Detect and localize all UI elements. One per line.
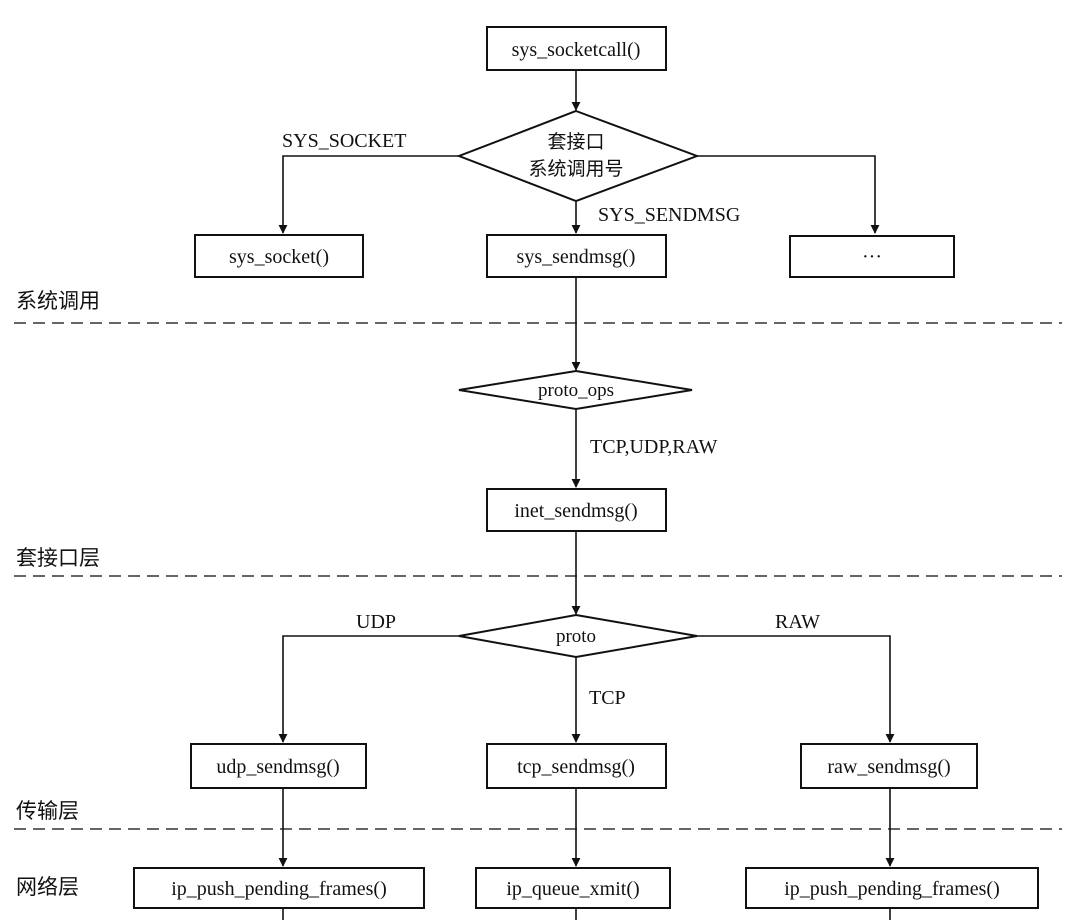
layer-label-network: 网络层	[16, 875, 79, 899]
other-syscalls-ellipsis: ···	[862, 246, 882, 268]
raw-sendmsg-box	[800, 743, 978, 789]
proto-ops-decision	[458, 369, 693, 411]
ip-push-pending-frames-right-label: ip_push_pending_frames()	[784, 878, 1000, 900]
tcp-sendmsg-label: tcp_sendmsg()	[517, 756, 635, 778]
other-syscalls-box	[789, 235, 955, 278]
sys-socketcall-box	[486, 26, 667, 71]
sys-sendmsg-box	[486, 234, 667, 278]
edge-label-sys-socket: SYS_SOCKET	[282, 130, 406, 152]
sys-socketcall-label: sys_socketcall()	[512, 39, 641, 61]
udp-sendmsg-box	[190, 743, 367, 789]
socket-syscall-number-decision	[456, 109, 700, 203]
sys-socket-box	[194, 234, 364, 278]
proto-decision	[458, 613, 698, 659]
sys-socket-label: sys_socket()	[229, 246, 329, 268]
proto-ops-label: proto_ops	[538, 380, 614, 401]
sys-sendmsg-label: sys_sendmsg()	[517, 246, 636, 268]
ip-queue-xmit-label: ip_queue_xmit()	[506, 878, 639, 900]
socket-syscall-number-label-line1: 套接口	[547, 131, 604, 153]
layer-label-transport: 传输层	[16, 799, 79, 823]
inet-sendmsg-label: inet_sendmsg()	[514, 500, 637, 522]
socket-syscall-number-label-line2: 系统调用号	[528, 158, 623, 180]
proto-label: proto	[556, 626, 596, 647]
udp-sendmsg-label: udp_sendmsg()	[216, 756, 339, 778]
edge-label-tcp: TCP	[589, 687, 626, 709]
edge-label-raw: RAW	[775, 611, 820, 633]
inet-sendmsg-box	[486, 488, 667, 532]
edge-label-udp: UDP	[356, 611, 396, 633]
layer-label-system-call: 系统调用	[16, 289, 100, 313]
ip-push-pending-frames-right-box	[745, 867, 1039, 909]
edge-label-tcp-udp-raw: TCP,UDP,RAW	[590, 436, 717, 458]
ip-push-pending-frames-left-label: ip_push_pending_frames()	[171, 878, 387, 900]
connectors	[278, 71, 895, 920]
edge-label-sys-sendmsg: SYS_SENDMSG	[598, 204, 740, 226]
ip-queue-xmit-box	[475, 867, 671, 909]
raw-sendmsg-label: raw_sendmsg()	[827, 756, 950, 778]
layer-label-socket: 套接口层	[16, 546, 100, 570]
tcp-sendmsg-box	[486, 743, 667, 789]
ip-push-pending-frames-left-box	[133, 867, 425, 909]
